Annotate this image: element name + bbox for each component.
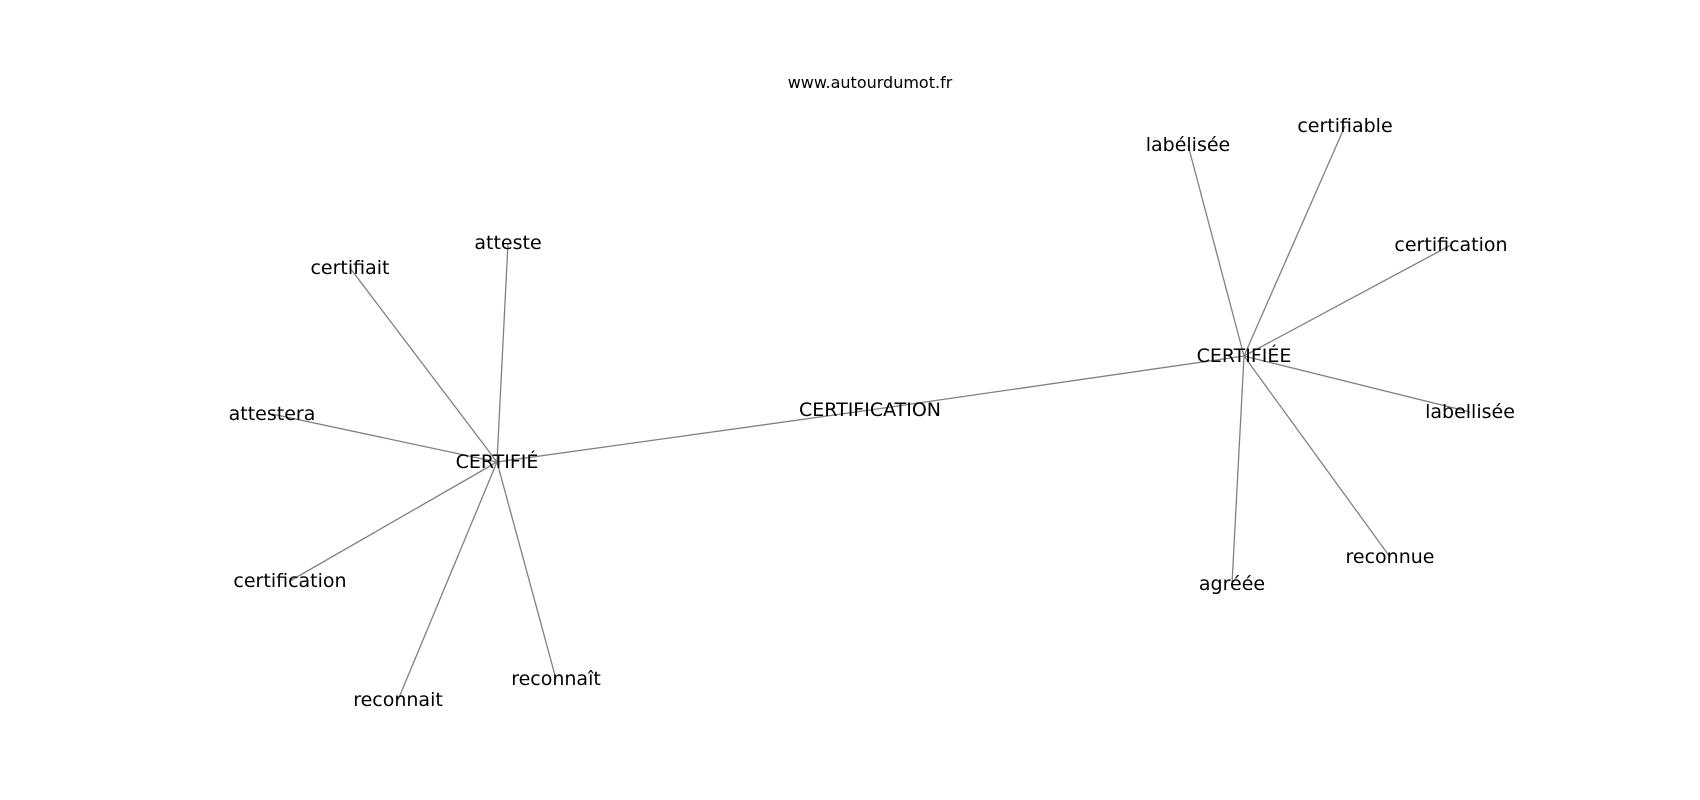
edge-hub-1-to-neighbor-3 xyxy=(271,413,498,463)
neighbor-node-label: labellisée xyxy=(1425,401,1515,423)
neighbor-node-label: reconnait xyxy=(353,689,443,711)
edge-hub-2-to-neighbor-6 xyxy=(1231,355,1245,585)
edge-hub-2-to-neighbor-4 xyxy=(1243,355,1471,413)
neighbor-node-label: attestera xyxy=(229,403,316,425)
hub-node-label-2: CERTIFIÉE xyxy=(1197,344,1292,367)
center-node-label: CERTIFICATION xyxy=(799,399,941,421)
graph-labels: CERTIFICATION CERTIFIÉ atteste certifiait at… xyxy=(229,115,1515,711)
neighbor-node-label: certification xyxy=(1394,234,1507,256)
edge-hub-2-to-neighbor-3 xyxy=(1243,244,1452,357)
neighbor-node-label: certifiait xyxy=(310,257,389,279)
edge-hub-1-to-neighbor-2 xyxy=(349,267,498,463)
neighbor-node-label: certifiable xyxy=(1297,115,1392,137)
graph-edges xyxy=(271,125,1471,701)
edge-hub-1-to-neighbor-4 xyxy=(289,461,498,582)
neighbor-node-label: labélisée xyxy=(1146,134,1231,156)
edge-center-to-hub-2 xyxy=(869,355,1245,411)
neighbor-node-label: reconnue xyxy=(1346,546,1435,568)
neighbor-node-label: reconnaît xyxy=(511,668,601,690)
site-watermark: www.autourdumot.fr xyxy=(788,73,953,92)
edge-center-to-hub-1 xyxy=(496,409,871,463)
edge-hub-1-to-neighbor-1 xyxy=(496,242,509,463)
neighbor-node-label: certification xyxy=(233,570,346,592)
edge-hub-2-to-neighbor-2 xyxy=(1243,125,1346,357)
edge-hub-2-to-neighbor-5 xyxy=(1243,355,1391,558)
edge-hub-1-to-neighbor-5 xyxy=(397,461,498,701)
neighbor-node-label: agréée xyxy=(1199,573,1265,595)
edge-hub-2-to-neighbor-1 xyxy=(1187,144,1245,357)
hub-node-label-1: CERTIFIÉ xyxy=(456,450,539,473)
edge-hub-1-to-neighbor-6 xyxy=(496,461,557,680)
neighbor-node-label: atteste xyxy=(474,232,541,254)
